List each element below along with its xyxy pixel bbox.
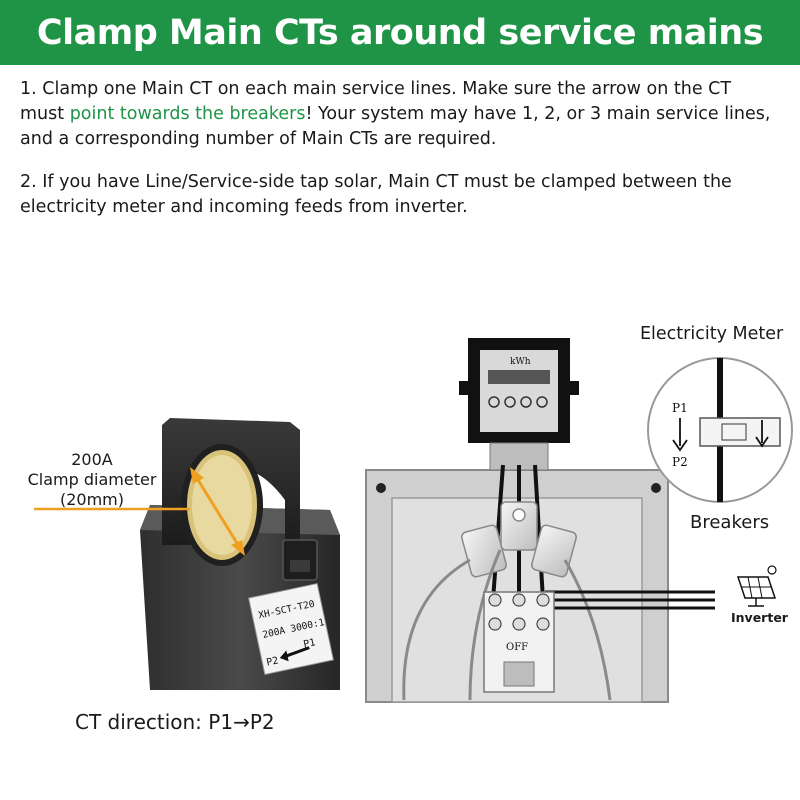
service-line	[533, 464, 545, 601]
zoom-p2-text: P2	[672, 455, 688, 469]
title-banner: Clamp Main CTs around service mains	[0, 0, 800, 65]
ct-label-sticker	[248, 582, 334, 676]
inverter-icon	[736, 565, 777, 607]
panel-screw	[376, 483, 386, 493]
step-1-highlight: point towards the breakers	[69, 104, 306, 124]
breaker-state-text: OFF	[506, 642, 528, 653]
ct-lead-wire	[402, 558, 471, 701]
clamp-size: (20mm)	[59, 490, 124, 509]
instruction-step-2: 2. If you have Line/Service-side tap sol…	[20, 172, 732, 217]
breaker-handle	[503, 661, 535, 687]
panel-screw	[651, 483, 661, 493]
ct-upper-clamp	[162, 418, 300, 545]
ct-lead-wire	[563, 559, 612, 701]
meter-display	[488, 370, 550, 384]
clamp-rating: 200A	[71, 450, 113, 469]
step-1-text-end: ! Your system may have 1, 2, or 3 main s…	[20, 104, 771, 149]
zoom-ct	[699, 417, 781, 447]
clamp-callout: 200A Clamp diameter (20mm)	[6, 450, 178, 510]
instruction-step-1: 1. Clamp one Main CT on each main servic…	[20, 77, 780, 152]
diameter-arrow	[193, 474, 242, 549]
mini-ct	[531, 524, 577, 578]
meter-unit-text: kWh	[510, 357, 531, 367]
ct-direction-caption: CT direction: P1→P2	[75, 710, 275, 734]
clamp-label: Clamp diameter	[27, 470, 157, 489]
inverter-label: Inverter	[731, 610, 788, 625]
step-1-text: 1. Clamp one Main CT on each main servic…	[20, 79, 732, 124]
breakers-label: Breakers	[690, 512, 770, 533]
zoom-detail-circle: P1 P2	[647, 357, 793, 503]
service-panel-diagram: kWh	[365, 338, 793, 703]
mini-ct	[500, 501, 538, 551]
ct-sensor: XH-SCT-T20 200A 3000:1 P1 P2	[34, 418, 340, 690]
ct-lead-wire	[468, 549, 502, 701]
ct-p2-text: P2	[265, 655, 279, 668]
page-title: Clamp Main CTs around service mains	[36, 12, 764, 53]
meter-label: Electricity Meter	[640, 324, 784, 344]
zoom-p1-text: P1	[672, 401, 688, 415]
